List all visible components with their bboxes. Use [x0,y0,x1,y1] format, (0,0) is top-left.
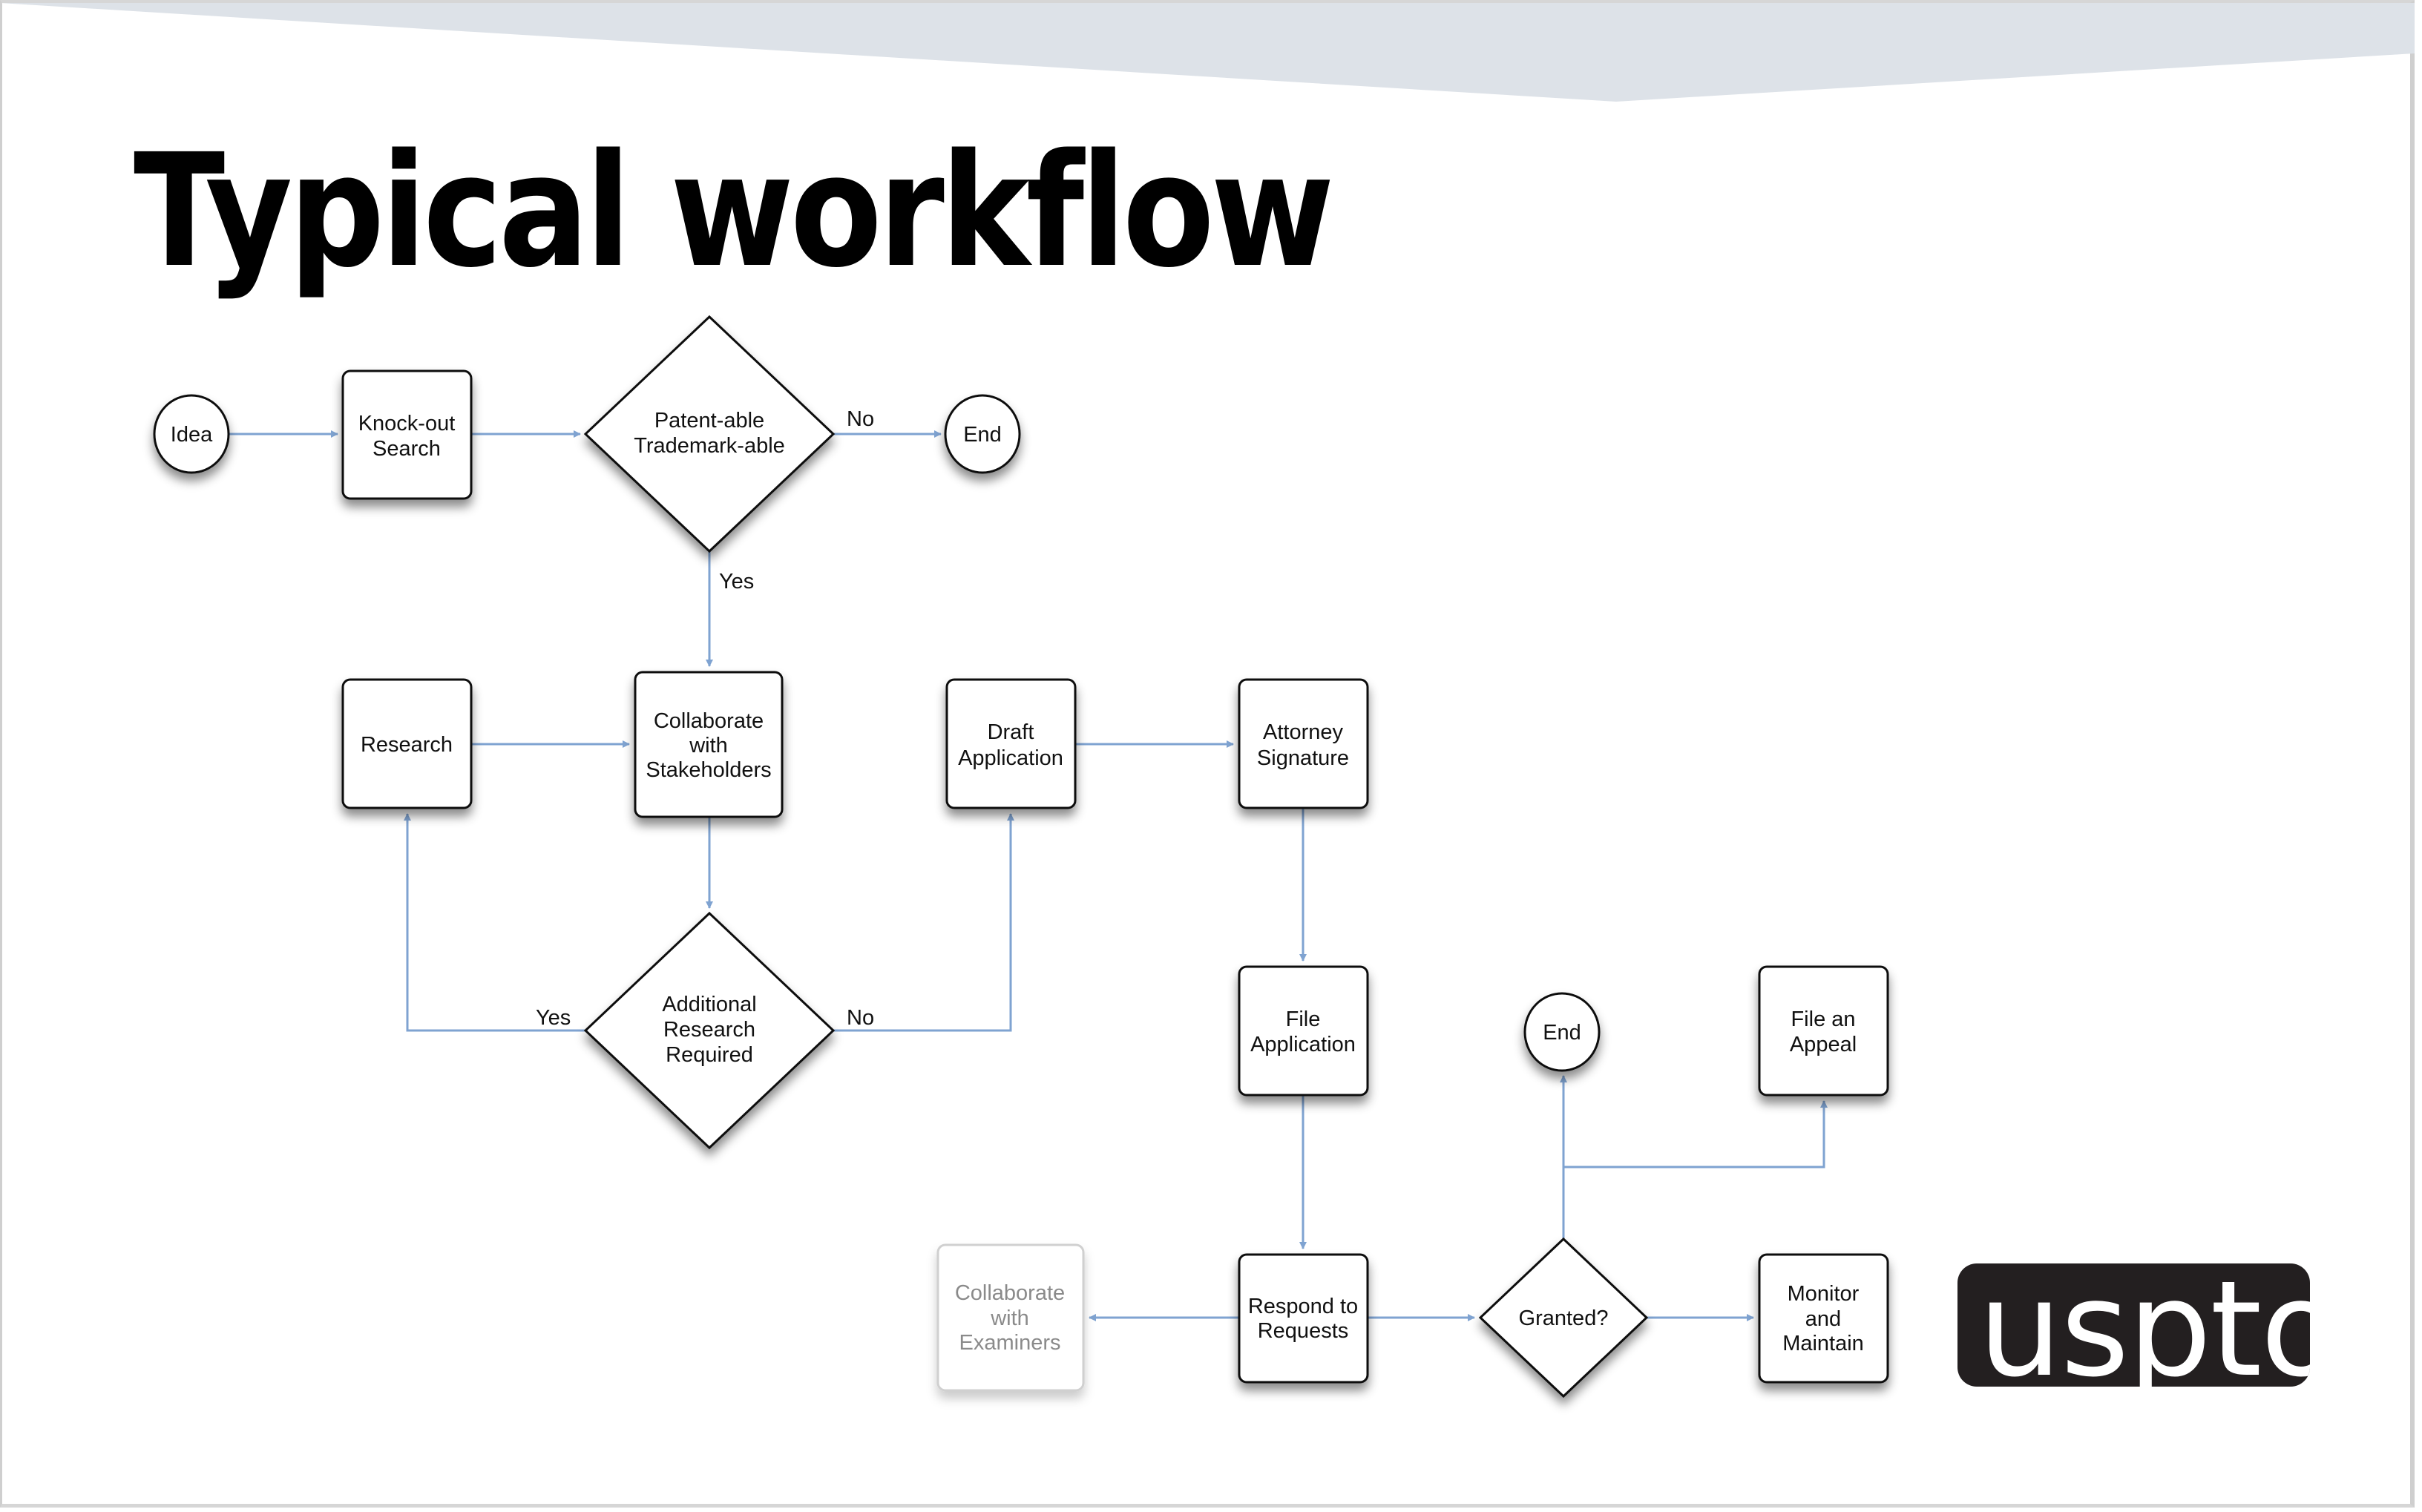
node-research [341,678,473,809]
edge-label-patentable-yes: Yes [719,570,754,594]
uspto-logo-text: uspto [1978,1263,2310,1387]
label-appeal-1: File an [1791,1008,1855,1031]
label-draft-1: Draft [988,720,1034,744]
node-monitor-maintain [1758,1253,1889,1384]
label-idea: Idea [171,423,213,447]
node-additional-research-decision [583,911,836,1150]
label-end-bottom: End [1543,1021,1581,1045]
label-examiners-3: Examiners [959,1331,1061,1355]
label-fileapp-1: File [1286,1008,1321,1031]
banner-shape [0,3,2415,102]
label-additional-1: Additional [662,993,756,1016]
label-monitor-1: Monitor [1788,1282,1860,1306]
label-examiners-1: Collaborate [955,1281,1065,1305]
edge-additional-research [404,813,585,1032]
label-attorney-1: Attorney [1263,720,1343,744]
node-end-bottom [1523,992,1601,1072]
edge-additional-draft [833,813,1014,1032]
node-attorney-signature [1238,678,1369,809]
label-collab-3: Stakeholders [646,758,771,782]
node-draft-application [945,678,1077,809]
node-knockout-search [341,369,473,500]
label-examiners-2: with [990,1306,1029,1330]
header-banner [0,3,2415,102]
label-draft-2: Application [958,746,1063,770]
label-knockout-1: Knock-out [358,412,456,435]
node-end-top [944,394,1021,474]
label-patentable-2: Trademark-able [634,434,785,458]
edge-label-additional-no: No [847,1006,874,1030]
page-title: Typical workflow [134,120,1334,302]
label-attorney-2: Signature [1257,746,1349,770]
label-respond-1: Respond to [1248,1295,1358,1318]
node-collaborate-examiners [936,1243,1085,1392]
node-file-appeal [1758,965,1889,1097]
label-additional-2: Research [663,1018,755,1042]
label-collab-2: with [689,734,728,757]
label-end-top: End [963,423,1002,447]
label-respond-2: Requests [1258,1319,1349,1343]
label-fileapp-2: Application [1250,1033,1356,1056]
label-appeal-2: Appeal [1790,1033,1857,1056]
node-respond-requests [1238,1253,1369,1384]
label-monitor-2: and [1805,1307,1841,1331]
node-idea [153,394,230,474]
edge-granted-appeal [1563,1100,1828,1168]
label-research: Research [361,733,453,757]
label-granted: Granted? [1519,1306,1609,1330]
label-monitor-3: Maintain [1782,1332,1864,1355]
node-patentable-decision [583,315,836,553]
node-granted-decision [1478,1237,1649,1398]
edge-label-patentable-no: No [847,407,874,431]
uspto-logo: uspto [1957,1263,2310,1387]
edge-label-additional-yes: Yes [536,1006,571,1030]
node-collaborate-stakeholders [634,671,784,818]
label-knockout-2: Search [373,437,441,461]
label-patentable-1: Patent-able [654,409,764,433]
node-file-application [1238,965,1369,1097]
label-collab-1: Collaborate [654,709,764,733]
label-additional-3: Required [666,1043,753,1067]
